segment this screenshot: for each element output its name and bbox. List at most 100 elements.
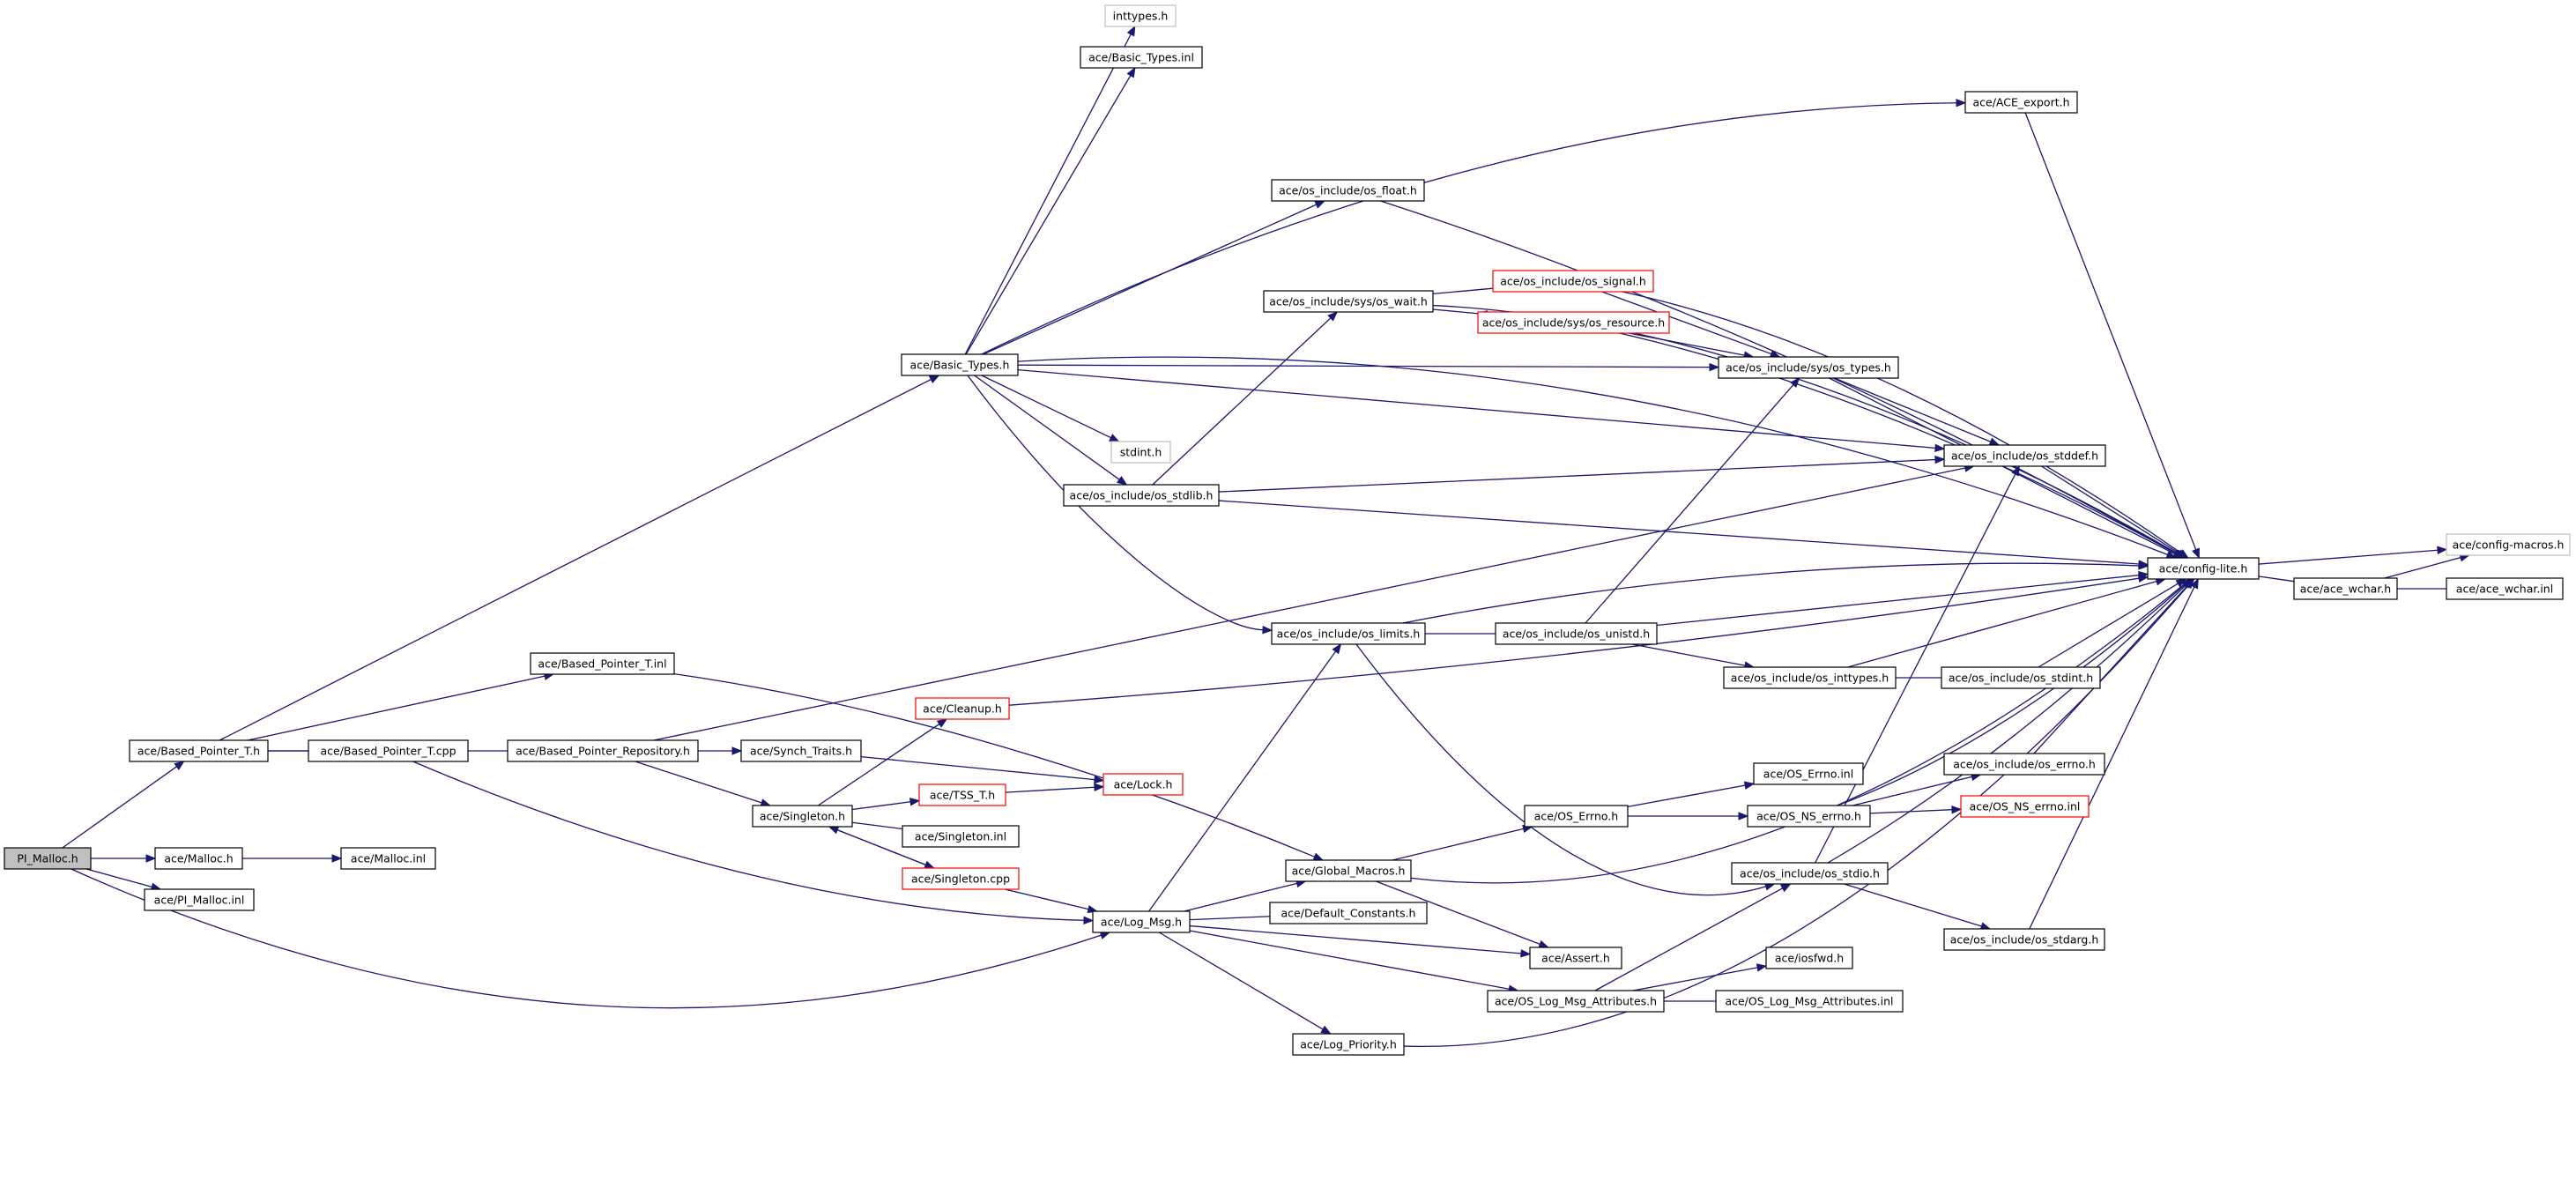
node-box[interactable] (1753, 762, 1864, 785)
node-os-signal-h[interactable]: ace/os_include/os_signal.h (1492, 270, 1654, 293)
node-box[interactable] (1271, 179, 1425, 202)
node-box[interactable] (1964, 91, 2078, 114)
node-os-include-errno-h[interactable]: ace/os_include/os_errno.h (1943, 753, 2105, 776)
node-box[interactable] (2293, 577, 2398, 600)
node-box[interactable] (901, 353, 1019, 376)
node-stdint-h[interactable]: stdint.h (1110, 441, 1171, 464)
node-box[interactable] (1263, 290, 1434, 313)
node-based-pointer-t-inl[interactable]: ace/Based_Pointer_T.inl (530, 652, 675, 675)
node-box[interactable] (1292, 1033, 1405, 1056)
node-box[interactable] (154, 847, 243, 870)
node-os-log-msg-attributes-h[interactable]: ace/OS_Log_Msg_Attributes.h (1487, 990, 1665, 1013)
node-box[interactable] (1269, 902, 1428, 924)
node-malloc-inl[interactable]: ace/Malloc.inl (340, 847, 436, 870)
node-basic-types-h[interactable]: ace/Basic_Types.h (901, 353, 1019, 376)
node-os-errno-inl[interactable]: ace/OS_Errno.inl (1753, 762, 1864, 785)
node-os-wait-h[interactable]: ace/os_include/sys/os_wait.h (1263, 290, 1434, 313)
node-box[interactable] (1080, 46, 1203, 69)
node-box[interactable] (1495, 622, 1658, 645)
node-box[interactable] (1104, 4, 1177, 27)
node-os-stdarg-h[interactable]: ace/os_include/os_stdarg.h (1943, 928, 2105, 951)
node-tss-t-h[interactable]: ace/TSS_T.h (918, 783, 1006, 806)
node-box[interactable] (1271, 622, 1426, 645)
node-box[interactable] (1943, 753, 2105, 776)
node-cleanup-h[interactable]: ace/Cleanup.h (915, 697, 1010, 720)
node-singleton-inl[interactable]: ace/Singleton.inl (902, 825, 1020, 848)
node-default-constants-h[interactable]: ace/Default_Constants.h (1269, 902, 1428, 924)
node-os-stdlib-h[interactable]: ace/os_include/os_stdlib.h (1063, 484, 1220, 507)
node-singleton-h[interactable]: ace/Singleton.h (752, 805, 853, 828)
node-box[interactable] (1718, 356, 1899, 379)
node-box[interactable] (1941, 666, 2101, 689)
node-box[interactable] (1943, 928, 2105, 951)
node-box[interactable] (1731, 862, 1889, 885)
node-malloc-h[interactable]: ace/Malloc.h (154, 847, 243, 870)
node-config-lite-h[interactable]: ace/config-lite.h (2147, 557, 2260, 580)
node-based-pointer-t-cpp[interactable]: ace/Based_Pointer_T.cpp (308, 739, 469, 762)
node-box[interactable] (1943, 444, 2106, 467)
node-os-ns-errno-h[interactable]: ace/OS_NS_errno.h (1747, 805, 1871, 828)
node-box[interactable] (740, 739, 862, 762)
node-log-priority-h[interactable]: ace/Log_Priority.h (1292, 1033, 1405, 1056)
node-box[interactable] (1524, 805, 1629, 828)
node-ace-wchar-inl[interactable]: ace/ace_wchar.inl (2446, 577, 2564, 600)
node-box[interactable] (902, 867, 1020, 890)
node-based-pointer-t-h[interactable]: ace/Based_Pointer_T.h (129, 739, 269, 762)
node-box[interactable] (1477, 311, 1670, 334)
node-os-limits-h[interactable]: ace/os_include/os_limits.h (1271, 622, 1426, 645)
node-box[interactable] (144, 888, 255, 911)
node-log-msg-h[interactable]: ace/Log_Msg.h (1092, 910, 1191, 933)
node-assert-h[interactable]: ace/Assert.h (1529, 947, 1622, 969)
node-box[interactable] (530, 652, 675, 675)
node-os-inttypes-h[interactable]: ace/os_include/os_inttypes.h (1723, 666, 1897, 689)
node-lock-h[interactable]: ace/Lock.h (1102, 773, 1184, 796)
node-inttypes-h[interactable]: inttypes.h (1104, 4, 1177, 27)
node-os-resource-h[interactable]: ace/os_include/sys/os_resource.h (1477, 311, 1670, 334)
node-based-pointer-repository-h[interactable]: ace/Based_Pointer_Repository.h (507, 739, 699, 762)
node-box[interactable] (2446, 577, 2564, 600)
node-box[interactable] (507, 739, 699, 762)
node-box[interactable] (918, 783, 1006, 806)
node-basic-types-inl[interactable]: ace/Basic_Types.inl (1080, 46, 1203, 69)
node-box[interactable] (1110, 441, 1171, 464)
node-os-unistd-h[interactable]: ace/os_include/os_unistd.h (1495, 622, 1658, 645)
node-os-log-msg-attributes-inl[interactable]: ace/OS_Log_Msg_Attributes.inl (1715, 990, 1904, 1013)
node-box[interactable] (902, 825, 1020, 848)
node-config-macros-h[interactable]: ace/config-macros.h (2446, 533, 2571, 556)
node-os-errno-h-main[interactable]: ace/OS_Errno.h (1524, 805, 1629, 828)
node-box[interactable] (308, 739, 469, 762)
node-box[interactable] (1960, 795, 2090, 818)
node-pi-malloc-h[interactable]: PI_Malloc.h (4, 847, 92, 870)
node-ace-export-h[interactable]: ace/ACE_export.h (1964, 91, 2078, 114)
node-os-float-h[interactable]: ace/os_include/os_float.h (1271, 179, 1425, 202)
node-box[interactable] (1747, 805, 1871, 828)
node-box[interactable] (2446, 533, 2571, 556)
node-box[interactable] (752, 805, 853, 828)
node-box[interactable] (340, 847, 436, 870)
node-box[interactable] (1492, 270, 1654, 293)
node-box[interactable] (1765, 947, 1853, 969)
node-box[interactable] (1529, 947, 1622, 969)
node-os-stdint-h[interactable]: ace/os_include/os_stdint.h (1941, 666, 2101, 689)
node-os-types-h[interactable]: ace/os_include/sys/os_types.h (1718, 356, 1899, 379)
node-box[interactable] (1092, 910, 1191, 933)
node-os-stdio-h[interactable]: ace/os_include/os_stdio.h (1731, 862, 1889, 885)
node-iosfwd-h[interactable]: ace/iosfwd.h (1765, 947, 1853, 969)
node-box[interactable] (4, 847, 92, 870)
node-box[interactable] (1715, 990, 1904, 1013)
node-box[interactable] (129, 739, 269, 762)
node-box[interactable] (2147, 557, 2260, 580)
node-os-ns-errno-inl[interactable]: ace/OS_NS_errno.inl (1960, 795, 2090, 818)
node-box[interactable] (1285, 859, 1412, 882)
node-pi-malloc-inl[interactable]: ace/PI_Malloc.inl (144, 888, 255, 911)
node-singleton-cpp[interactable]: ace/Singleton.cpp (902, 867, 1020, 890)
node-global-macros-h[interactable]: ace/Global_Macros.h (1285, 859, 1412, 882)
node-box[interactable] (1723, 666, 1897, 689)
node-os-stddef-h[interactable]: ace/os_include/os_stddef.h (1943, 444, 2106, 467)
node-synch-traits-h[interactable]: ace/Synch_Traits.h (740, 739, 862, 762)
node-box[interactable] (915, 697, 1010, 720)
node-box[interactable] (1063, 484, 1220, 507)
node-box[interactable] (1487, 990, 1665, 1013)
node-box[interactable] (1102, 773, 1184, 796)
node-ace-wchar-h[interactable]: ace/ace_wchar.h (2293, 577, 2398, 600)
